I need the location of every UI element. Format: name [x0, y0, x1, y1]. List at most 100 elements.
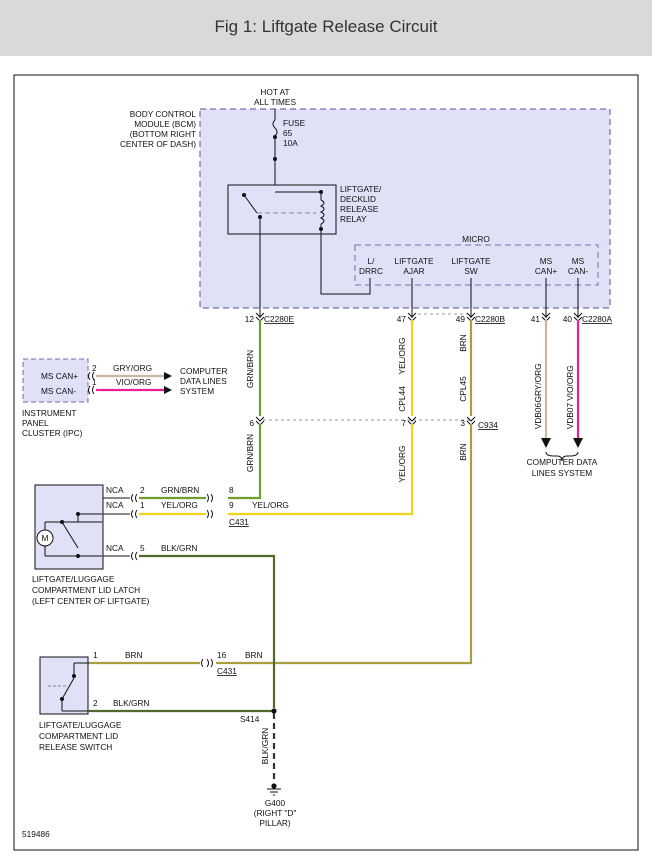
- svg-text:LIFTGATE: LIFTGATE: [451, 256, 490, 266]
- svg-text:CLUSTER (IPC): CLUSTER (IPC): [22, 428, 83, 438]
- splice-s414: [271, 708, 277, 714]
- svg-text:VDB07: VDB07: [565, 402, 575, 429]
- wire-label-yel-org-1: YEL/ORG: [397, 338, 407, 375]
- ipc-dest-1: COMPUTER: [180, 366, 227, 376]
- svg-text:1: 1: [92, 377, 97, 387]
- pin-ms-can-plus-2: CAN+: [535, 266, 558, 276]
- svg-text:(BOTTOM RIGHT: (BOTTOM RIGHT: [130, 129, 196, 139]
- svg-text:MODULE (BCM): MODULE (BCM): [134, 119, 196, 129]
- wiring-diagram: HOT AT ALL TIMES BODY CONTROL MODULE (BC…: [13, 74, 639, 851]
- relay-label-1: LIFTGATE/: [340, 184, 382, 194]
- svg-text:C431: C431: [229, 517, 249, 527]
- svg-text:GRN/BRN: GRN/BRN: [161, 485, 199, 495]
- svg-text:BLK/GRN: BLK/GRN: [113, 698, 149, 708]
- svg-text:MS CAN-: MS CAN-: [41, 386, 76, 396]
- svg-text:INSTRUMENT: INSTRUMENT: [22, 408, 76, 418]
- svg-text:3: 3: [460, 418, 465, 428]
- wire-latch-blk-grn: [139, 554, 276, 708]
- svg-text:BLK/GRN: BLK/GRN: [161, 543, 197, 553]
- svg-text:BRN: BRN: [458, 334, 468, 352]
- wire-label-ipc-gry-org: GRY/ORG: [113, 363, 152, 373]
- switch-label-2: COMPARTMENT LID: [39, 731, 118, 741]
- svg-text:BLK/GRN: BLK/GRN: [260, 728, 270, 764]
- circuit-vdb07: VDB07: [565, 402, 575, 429]
- bcm-label-3: (BOTTOM RIGHT: [130, 129, 196, 139]
- pin-l-drrc-2: DRRC: [359, 266, 383, 276]
- latch-nca-2: NCA: [106, 500, 124, 510]
- wire-label-c431-yel-org: YEL/ORG: [252, 500, 289, 510]
- svg-text:2: 2: [140, 485, 145, 495]
- latch-nca-1: NCA: [106, 485, 124, 495]
- switch-label-3: RELEASE SWITCH: [39, 742, 112, 752]
- svg-text:AJAR: AJAR: [403, 266, 424, 276]
- pin-switch-2: 2: [93, 698, 98, 708]
- svg-text:YEL/ORG: YEL/ORG: [252, 500, 289, 510]
- pin-c934-6: 6: [249, 418, 254, 428]
- svg-text:SW: SW: [464, 266, 478, 276]
- pin-liftgate-sw-2: SW: [464, 266, 478, 276]
- svg-text:HOT AT: HOT AT: [260, 87, 289, 97]
- pin-ipc-2: 2: [92, 363, 97, 373]
- connector-c2280a: C2280A: [582, 314, 612, 324]
- svg-text:C431: C431: [217, 666, 237, 676]
- micro-label: MICRO: [462, 234, 490, 244]
- ipc-label-3: CLUSTER (IPC): [22, 428, 83, 438]
- latch-label-2: COMPARTMENT LID LATCH: [32, 585, 140, 595]
- svg-text:VDB06: VDB06: [533, 402, 543, 429]
- pin-bcm-12: 12: [245, 314, 255, 324]
- ground-node: [271, 783, 277, 789]
- svg-text:7: 7: [401, 418, 406, 428]
- pin-liftgate-ajar-1: LIFTGATE: [394, 256, 433, 266]
- ipc-dest-2: DATA LINES: [180, 376, 227, 386]
- ipc-dest-3: SYSTEM: [180, 386, 214, 396]
- bcm-label-4: CENTER OF DASH): [120, 139, 196, 149]
- relay-box: [227, 184, 337, 235]
- svg-text:519486: 519486: [22, 829, 50, 839]
- svg-text:6: 6: [249, 418, 254, 428]
- svg-text:G400: G400: [265, 798, 286, 808]
- svg-text:49: 49: [456, 314, 466, 324]
- relay-contact-node: [242, 193, 246, 197]
- fuse-node-bottom: [273, 157, 277, 161]
- svg-text:VIO/ORG: VIO/ORG: [565, 365, 575, 401]
- svg-text:8: 8: [229, 485, 234, 495]
- ground-icon: [267, 788, 281, 796]
- svg-text:SYSTEM: SYSTEM: [180, 386, 214, 396]
- connector-c431-1: C431: [229, 517, 249, 527]
- svg-text:LIFTGATE/: LIFTGATE/: [340, 184, 382, 194]
- svg-text:9: 9: [229, 500, 234, 510]
- svg-text:VIO/ORG: VIO/ORG: [116, 377, 152, 387]
- pin-ms-can-minus-1: MS: [572, 256, 585, 266]
- wire-label-yel-org-2: YEL/ORG: [397, 446, 407, 483]
- ipc-connector: [88, 371, 95, 395]
- svg-text:10A: 10A: [283, 138, 298, 148]
- bcm-label-2: MODULE (BCM): [134, 119, 196, 129]
- latch-nca-3: NCA: [106, 543, 124, 553]
- svg-text:C2280B: C2280B: [475, 314, 505, 324]
- relay-to-micro-wire: [320, 229, 371, 295]
- svg-text:RELEASE SWITCH: RELEASE SWITCH: [39, 742, 112, 752]
- pin-latch-5: 5: [140, 543, 145, 553]
- svg-text:MS: MS: [540, 256, 553, 266]
- svg-text:C934: C934: [478, 420, 498, 430]
- svg-text:41: 41: [531, 314, 541, 324]
- svg-text:DATA LINES: DATA LINES: [180, 376, 227, 386]
- svg-text:5: 5: [140, 543, 145, 553]
- pin-ipc-1: 1: [92, 377, 97, 387]
- pin-c431-8: 8: [229, 485, 234, 495]
- svg-text:YEL/ORG: YEL/ORG: [397, 338, 407, 375]
- wire-label-latch-yel-org: YEL/ORG: [161, 500, 198, 510]
- fuse-node-top: [273, 135, 277, 139]
- svg-text:GRY/ORG: GRY/ORG: [113, 363, 152, 373]
- svg-text:DECKLID: DECKLID: [340, 194, 376, 204]
- svg-text:MS CAN+: MS CAN+: [41, 371, 78, 381]
- svg-text:C2280A: C2280A: [582, 314, 612, 324]
- relay-label-4: RELAY: [340, 214, 367, 224]
- wire-label-latch-grn-brn: GRN/BRN: [161, 485, 199, 495]
- connector-c934: C934: [478, 420, 498, 430]
- svg-text:RELAY: RELAY: [340, 214, 367, 224]
- svg-text:NCA: NCA: [106, 485, 124, 495]
- svg-text:COMPARTMENT LID LATCH: COMPARTMENT LID LATCH: [32, 585, 140, 595]
- pin-bcm-40: 40: [563, 314, 573, 324]
- fuse-number: 65: [283, 128, 293, 138]
